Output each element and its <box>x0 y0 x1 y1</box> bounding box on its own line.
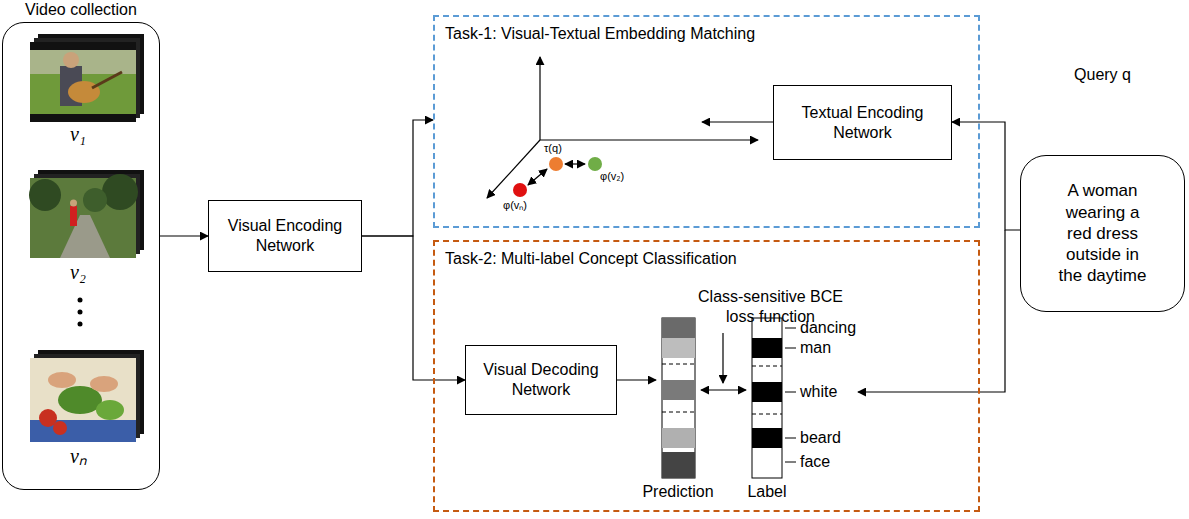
video-frame-1 <box>30 34 144 122</box>
concept-label: beard <box>800 428 841 448</box>
query-to-label-arrow <box>858 230 1005 392</box>
embedding-label: τ(q) <box>544 142 562 155</box>
prediction-vector <box>662 412 695 413</box>
embedding-points <box>565 163 585 164</box>
label-leaders <box>785 348 796 349</box>
embedding-points <box>549 157 563 171</box>
prediction-vector <box>662 318 695 478</box>
prediction-vector <box>662 318 695 478</box>
embedding-label: φ(vₙ) <box>503 199 527 212</box>
ellipsis-dots <box>78 298 83 303</box>
embedding-axes <box>540 139 758 140</box>
ellipsis-dots <box>78 298 83 327</box>
concept-label: dancing <box>800 318 856 338</box>
video-frame-n <box>30 350 144 442</box>
process-box: Textual Encoding Network <box>773 85 952 160</box>
video-frame-1 <box>30 50 136 114</box>
label-vector <box>752 366 782 367</box>
label-vector <box>752 318 782 478</box>
video-frame-n <box>90 376 118 392</box>
video-frame-2 <box>70 200 77 207</box>
prediction-vector <box>662 338 695 358</box>
ellipsis-dots <box>78 322 83 327</box>
embedding-points <box>588 157 602 171</box>
embedding-axes <box>539 57 540 140</box>
video-frame-2 <box>70 206 77 226</box>
label-vector <box>752 338 782 358</box>
label-leaders <box>785 328 796 329</box>
vector-caption: Label <box>737 482 797 502</box>
prediction-vector <box>662 428 695 448</box>
label-leaders <box>785 438 796 439</box>
prediction-vector <box>662 380 695 400</box>
region-heading: Task-2: Multi-label Concept Classificati… <box>445 250 737 268</box>
task-region: Visual Decoding Network Task-2: Multi-lab… <box>433 240 980 512</box>
compare-arrow <box>701 389 746 390</box>
video-frame-2 <box>60 215 110 258</box>
embedding-axes <box>487 140 540 198</box>
vector-caption: Prediction <box>638 482 718 502</box>
concept-label: man <box>800 338 831 358</box>
label-vector <box>752 428 782 448</box>
label-leaders <box>785 328 796 462</box>
video-frame-1 <box>30 50 136 74</box>
frame-label: vₙ <box>70 446 87 466</box>
video-frame-n <box>96 400 124 420</box>
video-frame-1 <box>63 52 79 68</box>
concept-label: white <box>800 382 837 402</box>
video-frame-1 <box>30 42 136 122</box>
embedding-label: φ(v₂) <box>600 170 624 183</box>
process-box: Visual Decoding Network <box>465 345 617 415</box>
label-leaders <box>785 392 796 393</box>
task-region: Textual Encoding Network Task-1: Visual-T… <box>433 15 980 228</box>
collection-box: Video collection <box>2 22 160 490</box>
embedding-points <box>528 169 547 185</box>
video-frame-n <box>53 421 67 435</box>
video-frame-2 <box>29 179 61 211</box>
flow-arrow <box>160 235 208 236</box>
loss-arrow <box>722 333 723 383</box>
video-frame-n <box>48 372 76 388</box>
ellipsis-dots <box>78 310 83 315</box>
prediction-vector <box>662 452 695 478</box>
group-heading: Video collection <box>3 1 159 19</box>
prediction-vector <box>662 318 695 338</box>
video-frame-n <box>30 358 136 442</box>
embedding-points <box>513 157 602 197</box>
label-vector <box>752 414 782 415</box>
video-frame-2 <box>102 174 138 210</box>
query-box: Query qA woman wearing a red dress outsi… <box>1020 155 1185 312</box>
embedding-axes <box>487 57 758 198</box>
box-label: Visual Decoding Network <box>466 360 616 400</box>
video-frame-2 <box>83 188 107 212</box>
prediction-vector <box>662 364 695 365</box>
video-frame-1 <box>68 81 100 103</box>
embedding-points <box>513 183 527 197</box>
label-vector <box>752 382 782 402</box>
label-leaders <box>785 462 796 463</box>
frame-label: v₂ <box>70 262 86 282</box>
video-frame-2 <box>29 170 144 258</box>
decoder-to-prediction-arrow <box>613 379 656 380</box>
label-vector <box>752 318 782 478</box>
process-box: Visual Encoding Network <box>208 200 362 272</box>
flow-arrow <box>362 120 433 236</box>
box-label: Visual Encoding Network <box>209 216 361 256</box>
flow-arrow <box>952 122 1020 230</box>
region-heading: Task-1: Visual-Textual Embedding Matchin… <box>445 25 755 43</box>
box-label: Textual Encoding Network <box>774 103 951 143</box>
text-to-space-arrow <box>702 121 773 122</box>
concept-label: face <box>800 452 830 472</box>
frame-label: v₁ <box>70 124 86 144</box>
query-heading: Query q <box>1021 66 1184 84</box>
video-frame-1 <box>92 72 122 88</box>
query-text: A woman wearing a red dress outside in t… <box>1055 180 1151 286</box>
